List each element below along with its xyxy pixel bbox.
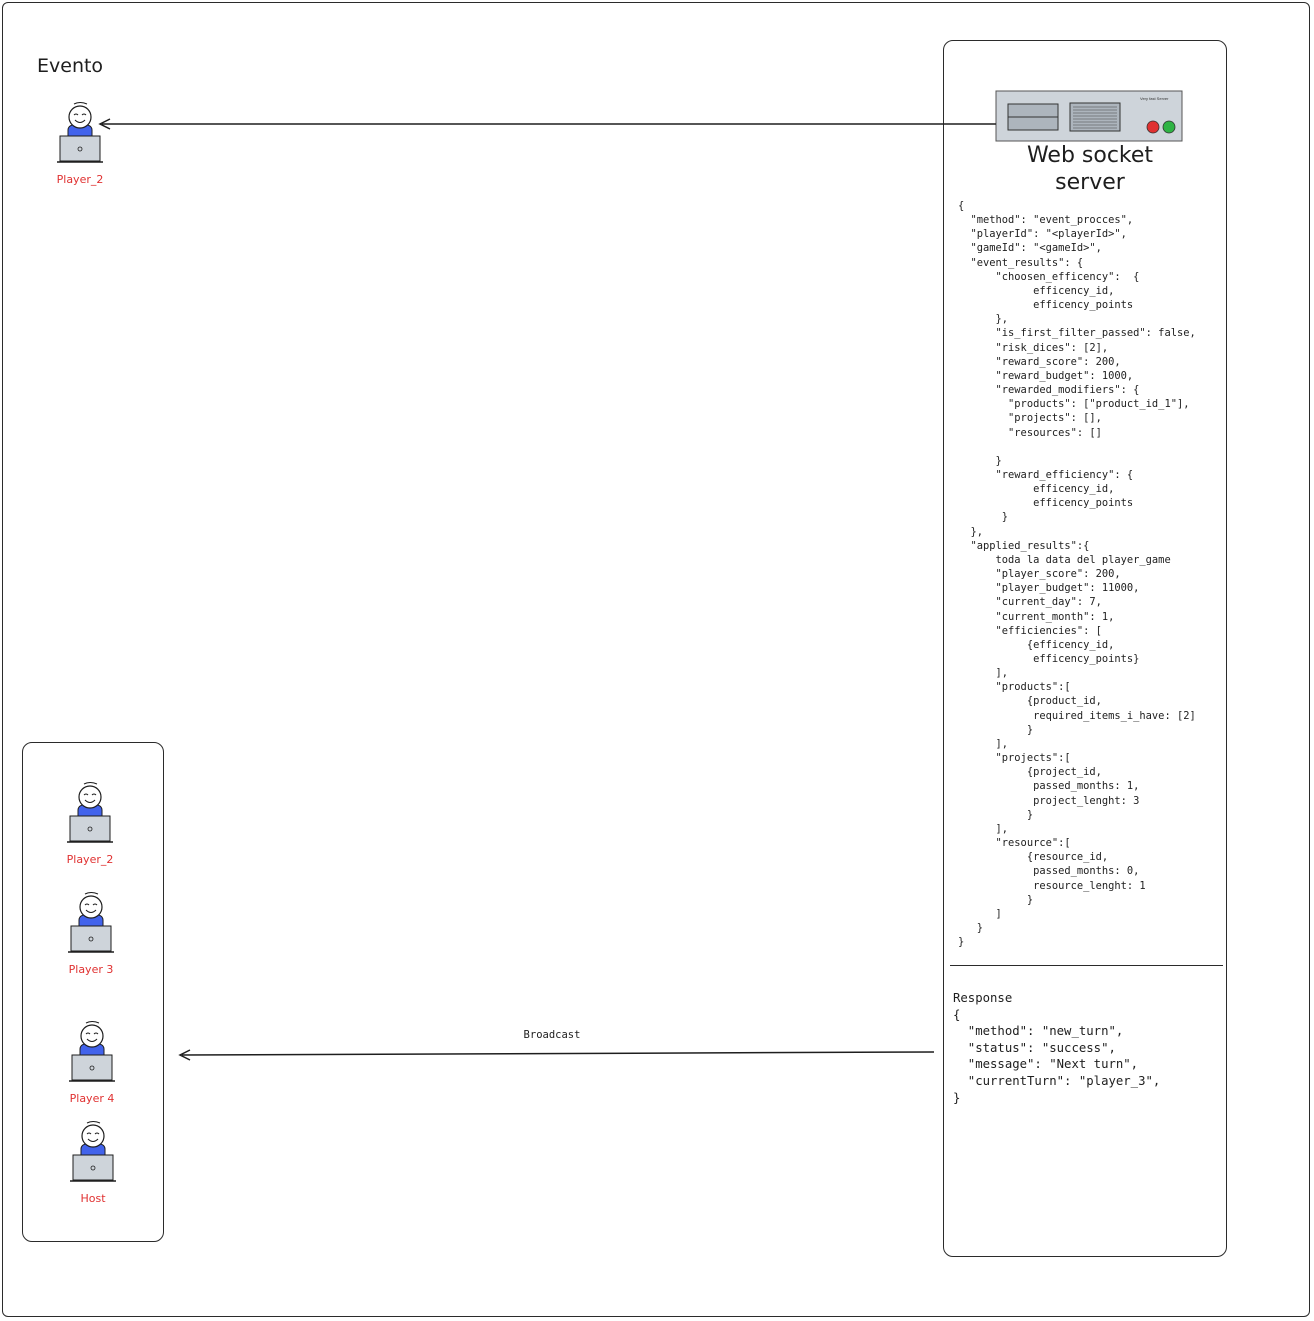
player-label: Player 4 <box>69 1092 115 1105</box>
server-badge: Very fast Server <box>1140 96 1169 101</box>
player-label: Player 3 <box>68 963 114 976</box>
player-label: Player_2 <box>56 173 104 186</box>
server-icon <box>995 90 1183 142</box>
broadcast-arrow <box>178 1049 935 1061</box>
server-title: Web socket server <box>1010 142 1170 196</box>
event-payload: { "method": "event_procces", "playerId":… <box>958 200 1196 949</box>
person-at-laptop-icon <box>68 892 114 953</box>
group-player-3: Player 4 <box>42 1021 142 1111</box>
arrow-to-player <box>98 118 996 130</box>
top-player: Player_2 <box>30 102 130 192</box>
group-player-2: Player 3 <box>41 892 141 982</box>
broadcast-label: Broadcast <box>523 1029 581 1041</box>
person-at-laptop-icon <box>67 782 113 843</box>
players-group <box>22 742 164 1242</box>
section-divider <box>950 965 1223 966</box>
server-panel <box>943 40 1227 1257</box>
person-at-laptop-icon <box>69 1021 115 1082</box>
server-title-text: Web socket server <box>1026 143 1154 195</box>
page-title: Evento <box>37 55 104 77</box>
group-player-1: Player_2 <box>40 782 140 872</box>
player-label: Player_2 <box>66 853 114 866</box>
person-at-laptop-icon <box>57 102 103 163</box>
group-player-4: Host <box>43 1121 143 1211</box>
person-at-laptop-icon <box>70 1121 116 1182</box>
player-label: Host <box>80 1192 106 1205</box>
response-block: Response { "method": "new_turn", "status… <box>953 991 1161 1105</box>
